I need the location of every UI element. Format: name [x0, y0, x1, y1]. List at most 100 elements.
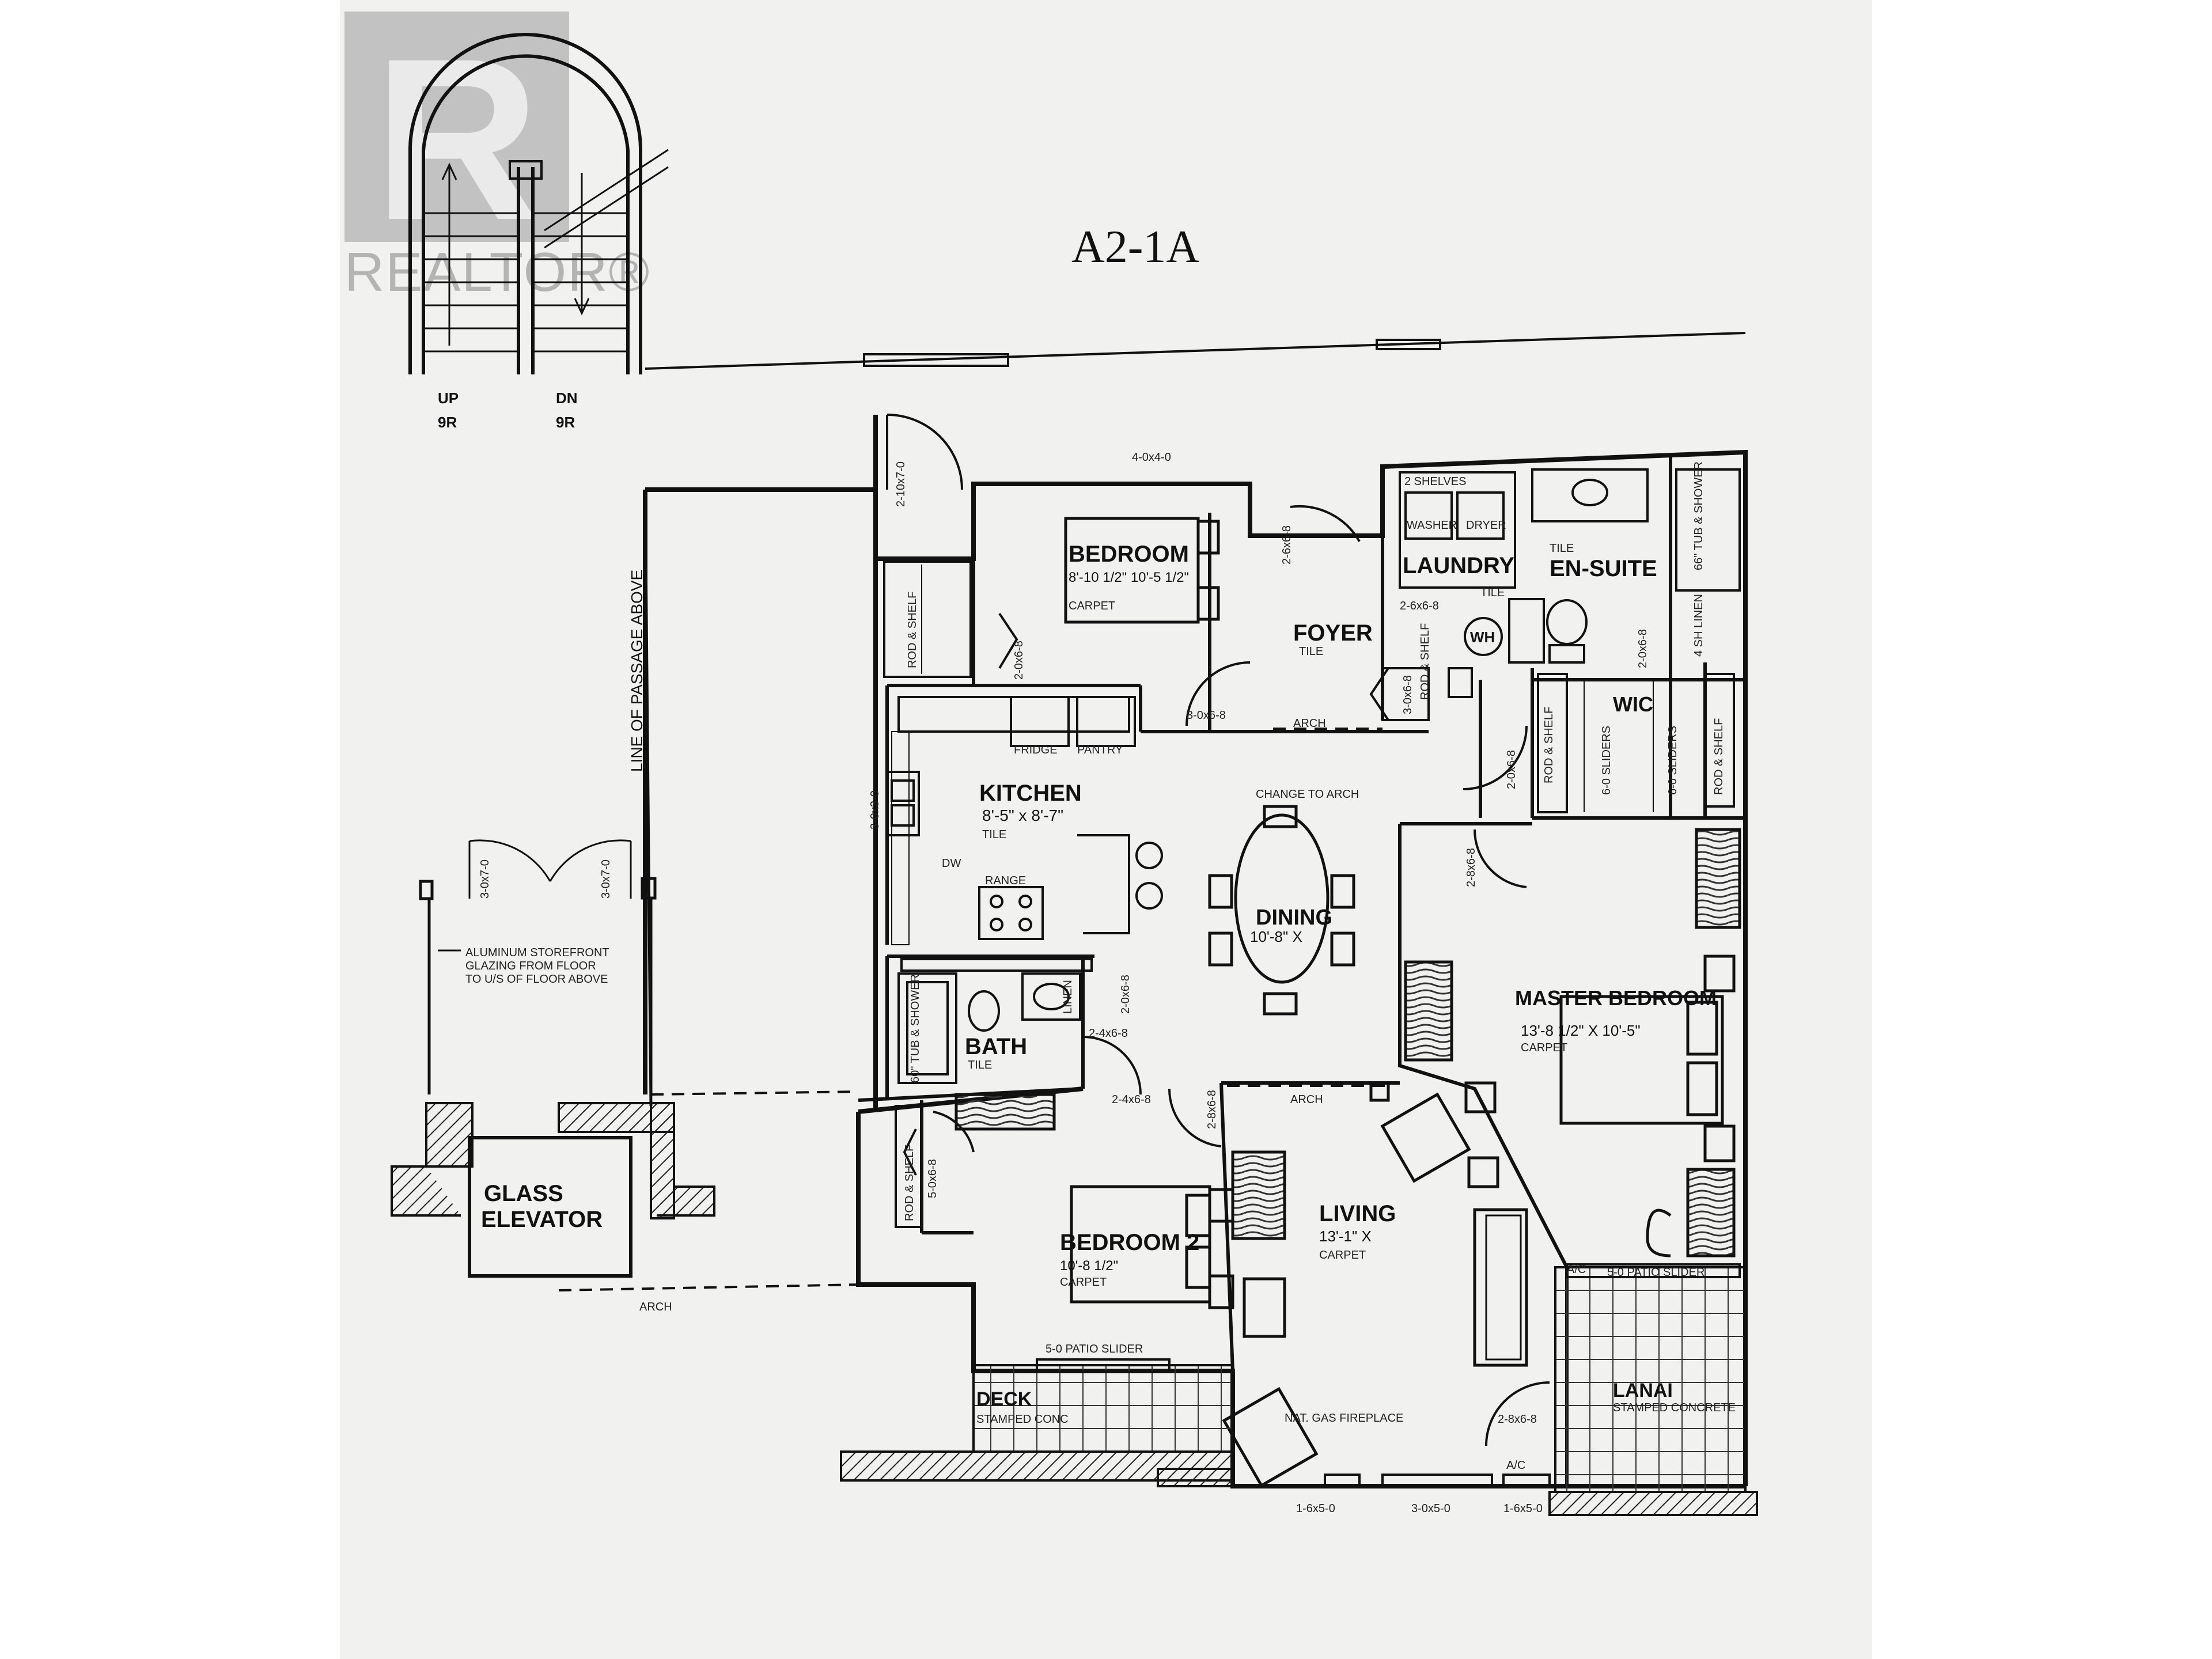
lanai-slider: 5-0 PATIO SLIDER: [1607, 1266, 1705, 1279]
living-fireplace: NAT. GAS FIREPLACE: [1285, 1412, 1403, 1425]
wic-closet2: ROD & SHELF: [1713, 718, 1725, 795]
bedroom1-closet: ROD & SHELF: [906, 592, 919, 668]
wic-linen: 4 SH LINEN: [1692, 594, 1705, 657]
foyer-door2: 2-6x6-8: [1281, 525, 1293, 565]
ensuite-floor: TILE: [1550, 542, 1574, 555]
bedroom2-closet: ROD & SHELF: [903, 1145, 916, 1221]
living-arch: ARCH: [1290, 1093, 1323, 1106]
building-line: [645, 332, 1746, 370]
lanai-door: 2-8x6-8: [1498, 1413, 1537, 1426]
kitchen-size: 8'-5" x 8'-7": [982, 806, 1063, 824]
bedroom1-window: 4-0x4-0: [1132, 451, 1171, 464]
laundry-dryer: DRYER: [1466, 519, 1506, 532]
master-floor: CARPET: [1521, 1041, 1567, 1054]
bath-door: 2-4x6-8: [1089, 1027, 1128, 1040]
laundry-floor: TILE: [1480, 586, 1505, 599]
foyer-door: 3-0x6-8: [1187, 709, 1226, 722]
foyer-floor: TILE: [1299, 645, 1323, 658]
door-spec-labels: 2-10x7-0 ROD & SHELF 2-0x6-8 3-0x6-8 2-6…: [479, 461, 1725, 1221]
living-size: 13'-1" X: [1319, 1228, 1372, 1245]
laundry-name: LAUNDRY: [1403, 553, 1514, 578]
window-3: 1-6x5-0: [1503, 1502, 1543, 1515]
living-name: LIVING: [1319, 1201, 1396, 1226]
door-swings: [886, 414, 1550, 1446]
foyer-name: FOYER: [1293, 620, 1373, 646]
kitchen-range: RANGE: [985, 874, 1026, 887]
lanai-ac: A/C: [1567, 1263, 1586, 1276]
exterior-passage: [419, 489, 657, 1107]
bath-shower: 60" TUB & SHOWER: [909, 974, 922, 1083]
storefront-door-left: 3-0x7-0: [479, 859, 491, 899]
bedroom1-name: BEDROOM: [1069, 541, 1189, 567]
closet-lines: [883, 560, 1735, 1228]
deck-floor: STAMPED CONC: [976, 1413, 1069, 1426]
wic-slider2: 6-0 SLIDERS: [1666, 726, 1679, 795]
foyer-closet-note: ROD & SHELF: [1419, 623, 1431, 700]
bed-furniture: [955, 517, 1741, 1309]
bedroom2-door: 2-4x6-8: [1112, 1093, 1151, 1106]
lanai-floor: STAMPED CONCRETE: [1613, 1402, 1736, 1414]
kitchen-fridge: FRIDGE: [1014, 744, 1058, 756]
bath-name: BATH: [965, 1034, 1027, 1059]
living-door: 2-8x6-8: [1206, 1090, 1218, 1129]
master-name: MASTER BEDROOM: [1515, 986, 1717, 1010]
arch-dashed-lines: [558, 728, 1388, 1291]
bedroom1-entry-door: 2-10x7-0: [895, 461, 907, 507]
water-heater: WH: [1470, 628, 1495, 646]
bedroom2-slider: 5-0 PATIO SLIDER: [1046, 1343, 1143, 1355]
living-floor: CARPET: [1319, 1249, 1366, 1262]
ensuite-name: EN-SUITE: [1550, 556, 1657, 581]
elevator-label-1: GLASS: [484, 1181, 563, 1206]
kitchen-fixtures: [886, 696, 1163, 945]
ensuite-door: 2-0x6-8: [1637, 629, 1649, 668]
bath-linen: LINEN: [1062, 980, 1074, 1014]
bathroom-fixtures: [897, 468, 1741, 1084]
dining-arch: ARCH: [1293, 717, 1326, 730]
window-1: 1-6x5-0: [1296, 1502, 1335, 1515]
bedroom2-floor: CARPET: [1060, 1276, 1107, 1289]
window-2: 3-0x5-0: [1411, 1502, 1450, 1515]
plan-title: A2-1A: [1071, 222, 1199, 272]
glazing-note-3: TO U/S OF FLOOR ABOVE: [465, 973, 608, 986]
wic-slider1: 6-0 SLIDERS: [1600, 726, 1613, 795]
dining-note: CHANGE TO ARCH: [1256, 788, 1359, 801]
kitchen-pantry: PANTRY: [1077, 744, 1123, 756]
deck-name: DECK: [976, 1388, 1032, 1410]
bedroom2-name: BEDROOM 2: [1060, 1230, 1199, 1255]
lanai-name: LANAI: [1613, 1380, 1673, 1402]
stairs-down-label: DN: [556, 389, 578, 407]
bedroom1-floor: CARPET: [1069, 600, 1115, 612]
deck-lanai: [840, 1263, 1758, 1516]
ensuite-shower: 66" TUB & SHOWER: [1692, 461, 1705, 570]
bedroom1-size: 8'-10 1/2" 10'-5 1/2": [1069, 570, 1189, 585]
foyer-closet: 3-0x6-8: [1402, 675, 1414, 714]
realtor-logo-letter: R: [374, 10, 540, 268]
kitchen-window: 3-0x3-0: [869, 790, 881, 830]
stairs-up-label: UP: [438, 389, 459, 407]
elevator-label-2: ELEVATOR: [481, 1207, 603, 1232]
bath-closet: 2-0x6-8: [1119, 975, 1132, 1014]
glazing-note-2: GLAZING FROM FLOOR: [465, 960, 596, 972]
kitchen-name: KITCHEN: [979, 781, 1082, 806]
wic-door: 2-0x6-8: [1505, 750, 1518, 789]
glass-elevator: [391, 1102, 715, 1278]
living-furniture: [1222, 1081, 1528, 1488]
master-door: 2-8x6-8: [1465, 848, 1478, 887]
realtor-watermark: R REALTOR®: [344, 10, 650, 303]
exterior-arch: ARCH: [639, 1301, 672, 1313]
glazing-note-1: ALUMINUM STOREFRONT: [465, 946, 609, 959]
laundry-door: 2-6x6-8: [1400, 600, 1439, 612]
kitchen-dw: DW: [942, 857, 961, 870]
exterior-labels: ALUMINUM STOREFRONT GLAZING FROM FLOOR T…: [465, 946, 1543, 1515]
stairs-down-risers: 9R: [556, 414, 575, 431]
room-labels: BEDROOM 8'-10 1/2" 10'-5 1/2" CARPET 4-0…: [942, 451, 1736, 1472]
realtor-watermark-text: REALTOR®: [344, 241, 650, 303]
interior-walls: [858, 455, 1745, 1486]
wic-closet1: ROD & SHELF: [1543, 707, 1555, 783]
lanai-ac2: A/C: [1506, 1459, 1525, 1472]
kitchen-floor: TILE: [982, 828, 1006, 841]
wic-name: WIC: [1613, 692, 1653, 716]
dining-name: DINING: [1256, 906, 1332, 930]
stairwell: [408, 33, 669, 374]
